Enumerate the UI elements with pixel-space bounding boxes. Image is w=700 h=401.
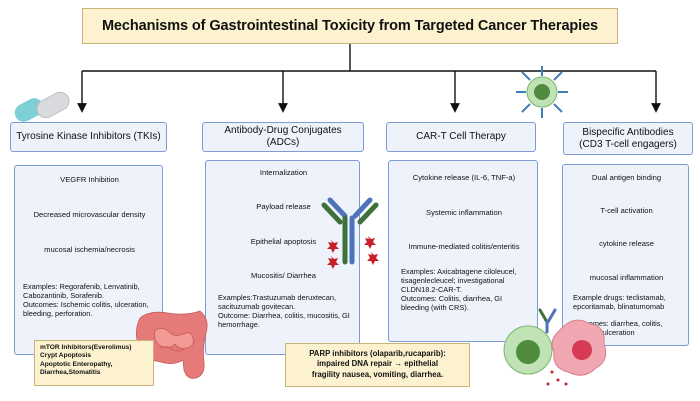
header-tki: Tyrosine Kinase Inhibitors (TKIs) <box>10 122 167 152</box>
header-bispecific: Bispecific Antibodies(CD3 T-cell engager… <box>563 122 693 155</box>
header-adc: Antibody-Drug Conjugates(ADCs) <box>202 122 364 152</box>
cart-step-3: Immune-mediated colitis/enteritis <box>408 242 520 251</box>
tki-outcomes: Outcomes: Ischemic colitis, ulceration, … <box>23 300 149 319</box>
header-adc-label: Antibody-Drug Conjugates(ADCs) <box>224 125 342 148</box>
mtor-line-1: mTOR Inhibitors(Everolimus) <box>40 344 132 351</box>
header-cart-label: CAR-T Cell Therapy <box>416 131 506 142</box>
column-adc: Internalization Payload release Epitheli… <box>205 160 360 355</box>
header-cart: CAR-T Cell Therapy <box>386 122 536 152</box>
adc-step-4: Mucositis/ Diarrhea <box>251 271 316 280</box>
cart-step-2: Systemic inflammation <box>426 208 502 217</box>
bis-step-4: mucosal inflammation <box>589 273 664 282</box>
cart-step-1: Cytokine release (IL-6, TNF-a) <box>412 173 516 182</box>
bis-step-2: T-cell activation <box>600 206 653 215</box>
parp-note: PARP inhibitors (olaparib,rucaparib): im… <box>285 343 470 387</box>
mtor-line-4: Diarrhea,Stomatitis <box>40 369 101 377</box>
bis-outcomes: Outcomes: diarrhea, colitis, mucosal ulc… <box>573 319 663 338</box>
header-bispecific-label: Bispecific Antibodies(CD3 T-cell engager… <box>579 126 677 150</box>
tki-examples: Examples: Regorafenib, Lenvatinib, Caboz… <box>23 282 140 301</box>
adc-step-3: Epithelial apoptosis <box>250 237 317 246</box>
mtor-note: mTOR Inhibitors(Everolimus) Crypt Apopto… <box>34 340 154 386</box>
tki-step-2: Decreased microvascular density <box>33 210 146 219</box>
diagram-title: Mechanisms of Gastrointestinal Toxicity … <box>82 8 618 44</box>
adc-step-2: Payload release <box>256 202 311 211</box>
bis-step-1: Dual antigen binding <box>591 173 662 182</box>
column-cart: Cytokine release (IL-6, TNF-a) Systemic … <box>388 160 538 342</box>
parp-line-2: impaired DNA repair → epithelial <box>316 359 439 369</box>
parp-line-3: fragility nausea, vomiting, diarrhea. <box>311 369 444 379</box>
header-tki-label: Tyrosine Kinase Inhibitors (TKIs) <box>16 131 161 142</box>
adc-step-1: Internalization <box>259 168 308 177</box>
adc-outcomes: Outcome: Diarrhea, colitis, mucositis, G… <box>218 311 350 330</box>
bis-examples: Example drugs: teclistamab, epcoritamab,… <box>573 293 666 312</box>
column-tki: VEGFR Inhibition Decreased microvascular… <box>14 165 163 355</box>
adc-examples: Examples:Trastuzumab deruxtecan, sacituz… <box>218 293 337 312</box>
column-bispecific: Dual antigen binding T-cell activation c… <box>562 164 689 346</box>
mtor-line-2: Crypt Apoptosis <box>40 352 92 360</box>
tki-step-1: VEGFR Inhibition <box>60 175 119 184</box>
tki-step-3: mucosal ischemia/necrosis <box>44 245 135 254</box>
mtor-line-3: Apoptotic Enteropathy, <box>40 360 113 368</box>
cart-outcomes: Outcomes: Colitis, diarrhea, GI bleeding… <box>401 294 503 313</box>
bis-step-3: cytokine release <box>599 239 654 248</box>
parp-line-1: PARP inhibitors (olaparib,rucaparib): <box>309 349 446 358</box>
cart-examples: Examples: Axicabtagene ciloleucel, tisag… <box>401 267 517 295</box>
